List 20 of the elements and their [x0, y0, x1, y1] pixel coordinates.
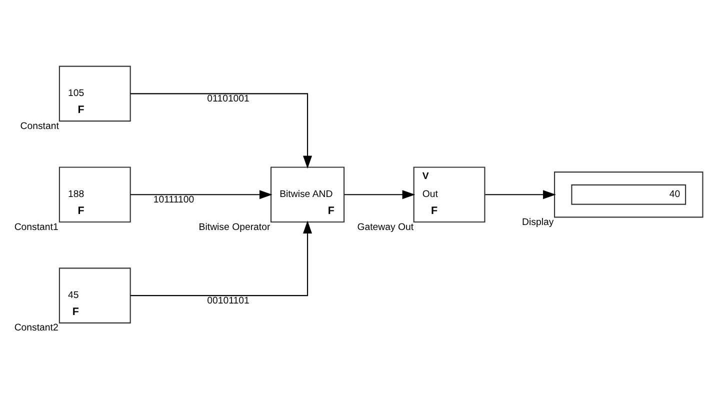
node-box: 45 F: [58, 268, 131, 324]
arrow: [130, 190, 272, 200]
edge-label: 00101101: [207, 295, 250, 306]
node-label: Constant2: [14, 322, 58, 334]
node-box: 40: [554, 172, 704, 218]
node-label: Bitwise Operator: [198, 222, 270, 233]
arrow: [485, 190, 556, 200]
edge-label: 01101001: [207, 93, 250, 104]
edge-label: 10111100: [153, 194, 194, 206]
arrow: [130, 93, 312, 169]
node-label: Gateway Out: [357, 222, 414, 233]
arrow: [130, 220, 312, 296]
node-label: Constant1: [14, 222, 58, 233]
node-box: 105 F: [58, 66, 131, 122]
node-box: V Out F: [413, 166, 486, 223]
node-label: Display: [522, 216, 554, 228]
node-box: 188 F: [58, 166, 131, 223]
arrow: [344, 190, 416, 200]
node-label: Constant: [20, 120, 59, 132]
node-box: Bitwise AND F: [270, 166, 345, 223]
